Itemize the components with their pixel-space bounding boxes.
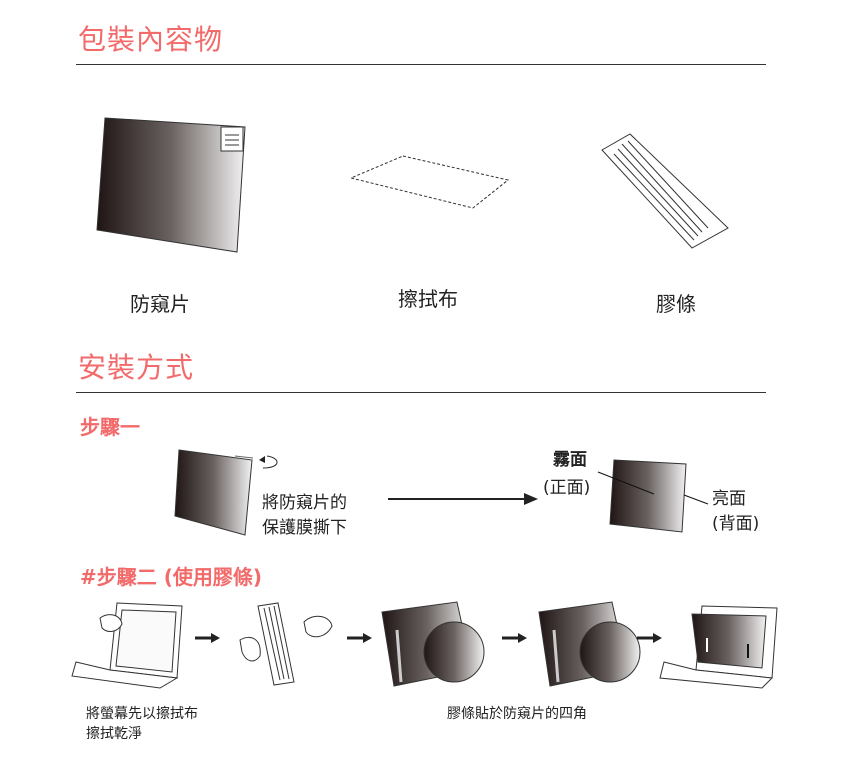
attach-corner-image: [538, 601, 641, 687]
step1-instruction-line2: 保護膜撕下: [262, 518, 347, 538]
adhesive-strip-hand-image: [239, 602, 333, 686]
step2-caption-attach: 膠條貼於防窺片的四角: [447, 706, 587, 722]
matte-side-sublabel: (正面): [543, 478, 591, 498]
arrow-right-icon: [347, 633, 372, 643]
step1-heading: 步驟一: [80, 415, 140, 439]
item-label-adhesive-strip: 膠條: [656, 292, 696, 316]
item-label-privacy-filter: 防窺片: [130, 292, 190, 316]
matte-side-label: 霧面: [553, 450, 587, 470]
glossy-side-label: 亮面: [712, 489, 746, 509]
divider: [76, 392, 766, 393]
adhesive-strip-image: [601, 133, 729, 249]
step2-caption-clean-line1: 將螢幕先以擦拭布: [86, 706, 198, 722]
divider: [76, 64, 766, 65]
contents-heading: 包裝內容物: [78, 23, 224, 56]
privacy-filter-image: [96, 117, 246, 253]
cleaning-cloth-image: [349, 155, 510, 209]
glossy-side-sublabel: (背面): [712, 514, 760, 534]
mount-filter-laptop-image: [659, 605, 778, 689]
step2-heading: #步驟二 (使用膠條): [80, 565, 263, 589]
arrow-right-icon: [388, 493, 538, 505]
arrow-right-icon: [195, 633, 220, 643]
peel-film-image: [174, 449, 278, 536]
step2-illustrations: [71, 601, 778, 689]
install-heading: 安裝方式: [78, 351, 195, 384]
apply-strip-image: [381, 601, 485, 687]
clean-laptop-image: [71, 602, 183, 689]
filter-sides-image: [597, 459, 709, 533]
item-label-cleaning-cloth: 擦拭布: [398, 287, 458, 311]
arrow-right-icon: [637, 633, 662, 643]
step2-caption-clean-line2: 擦拭乾淨: [86, 726, 142, 742]
arrow-right-icon: [502, 633, 527, 643]
step1-instruction-line1: 將防窺片的: [262, 493, 347, 513]
